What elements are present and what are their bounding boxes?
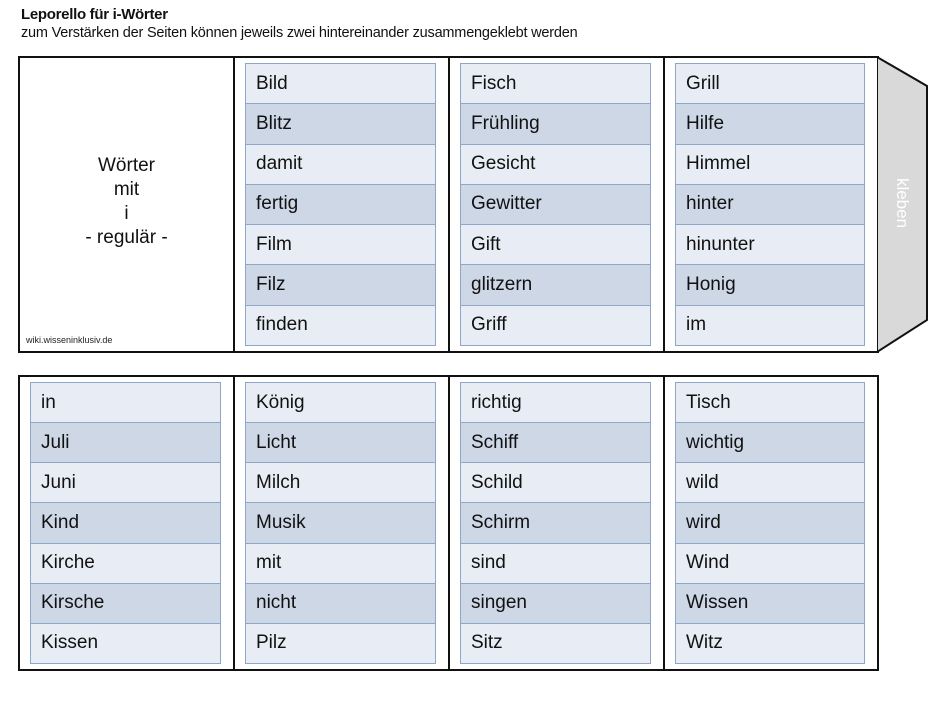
- word-list: Bild Blitz damit fertig Film Filz finden: [245, 63, 436, 346]
- word-list: König Licht Milch Musik mit nicht Pilz: [245, 382, 436, 664]
- word-cell: Gift: [461, 224, 650, 265]
- word-panel-bottom-2: König Licht Milch Musik mit nicht Pilz: [233, 377, 448, 669]
- page-subtitle: zum Verstärken der Seiten können jeweils…: [21, 25, 578, 41]
- word-cell: nicht: [246, 582, 435, 623]
- cover-line-4: - regulär -: [85, 227, 168, 248]
- word-cell: hinter: [676, 183, 864, 225]
- leporello-strip-bottom: in Juli Juni Kind Kirche Kirsche Kissen …: [18, 375, 879, 671]
- cover-title: Wörter mit i - regulär -: [20, 154, 233, 250]
- word-cell: Kirsche: [31, 582, 220, 623]
- word-cell: Schiff: [461, 422, 650, 463]
- glue-tab-label: kleben: [893, 177, 913, 229]
- word-cell: Kind: [31, 502, 220, 543]
- word-cell: damit: [246, 143, 435, 184]
- word-cell: glitzern: [461, 264, 650, 305]
- word-cell: Filz: [246, 264, 435, 305]
- word-panel-top-3: Grill Hilfe Himmel hinter hinunter Honig…: [663, 58, 877, 351]
- word-cell: in: [31, 383, 220, 423]
- word-list: in Juli Juni Kind Kirche Kirsche Kissen: [30, 382, 221, 664]
- word-cell: fertig: [246, 183, 435, 225]
- word-cell: Fisch: [461, 64, 650, 104]
- word-panel-bottom-3: richtig Schiff Schild Schirm sind singen…: [448, 377, 663, 669]
- word-cell: Grill: [676, 64, 864, 104]
- cover-panel: Wörter mit i - regulär - wiki.wisseninkl…: [20, 58, 233, 351]
- word-cell: Schirm: [461, 502, 650, 543]
- word-cell: wird: [676, 502, 864, 543]
- word-cell: im: [676, 304, 864, 345]
- word-cell: Blitz: [246, 103, 435, 144]
- word-cell: Kissen: [31, 622, 220, 663]
- word-cell: Griff: [461, 304, 650, 345]
- word-cell: Licht: [246, 422, 435, 463]
- word-cell: Bild: [246, 64, 435, 104]
- word-panel-top-2: Fisch Frühling Gesicht Gewitter Gift gli…: [448, 58, 663, 351]
- word-cell: Gewitter: [461, 183, 650, 225]
- word-cell: Kirche: [31, 542, 220, 583]
- word-cell: Gesicht: [461, 143, 650, 184]
- word-cell: Honig: [676, 264, 864, 305]
- word-cell: Hilfe: [676, 103, 864, 144]
- page-title: Leporello für i-Wörter: [21, 6, 168, 23]
- word-cell: Sitz: [461, 622, 650, 663]
- word-cell: mit: [246, 542, 435, 583]
- word-cell: Pilz: [246, 622, 435, 663]
- word-cell: finden: [246, 304, 435, 345]
- source-url: wiki.wisseninklusiv.de: [26, 335, 113, 345]
- word-cell: sind: [461, 542, 650, 583]
- glue-tab: [877, 56, 928, 353]
- word-cell: hinunter: [676, 224, 864, 265]
- word-cell: Film: [246, 224, 435, 265]
- word-cell: richtig: [461, 383, 650, 423]
- cover-line-1: Wörter: [98, 155, 155, 176]
- word-list: Tisch wichtig wild wird Wind Wissen Witz: [675, 382, 865, 664]
- word-cell: Juli: [31, 422, 220, 463]
- word-cell: Witz: [676, 622, 864, 663]
- word-cell: wichtig: [676, 422, 864, 463]
- word-cell: Himmel: [676, 143, 864, 184]
- word-list: Grill Hilfe Himmel hinter hinunter Honig…: [675, 63, 865, 346]
- leporello-strip-top: Wörter mit i - regulär - wiki.wisseninkl…: [18, 56, 879, 353]
- word-cell: Milch: [246, 462, 435, 503]
- word-cell: Wissen: [676, 582, 864, 623]
- word-cell: Musik: [246, 502, 435, 543]
- word-cell: Wind: [676, 542, 864, 583]
- word-cell: Tisch: [676, 383, 864, 423]
- cover-line-3: i: [124, 203, 129, 224]
- word-panel-bottom-1: in Juli Juni Kind Kirche Kirsche Kissen: [20, 377, 233, 669]
- word-cell: König: [246, 383, 435, 423]
- word-cell: Frühling: [461, 103, 650, 144]
- word-list: richtig Schiff Schild Schirm sind singen…: [460, 382, 651, 664]
- word-cell: Schild: [461, 462, 650, 503]
- word-panel-bottom-4: Tisch wichtig wild wird Wind Wissen Witz: [663, 377, 877, 669]
- word-cell: Juni: [31, 462, 220, 503]
- word-cell: singen: [461, 582, 650, 623]
- word-cell: wild: [676, 462, 864, 503]
- word-panel-top-1: Bild Blitz damit fertig Film Filz finden: [233, 58, 448, 351]
- cover-line-2: mit: [113, 179, 140, 200]
- word-list: Fisch Frühling Gesicht Gewitter Gift gli…: [460, 63, 651, 346]
